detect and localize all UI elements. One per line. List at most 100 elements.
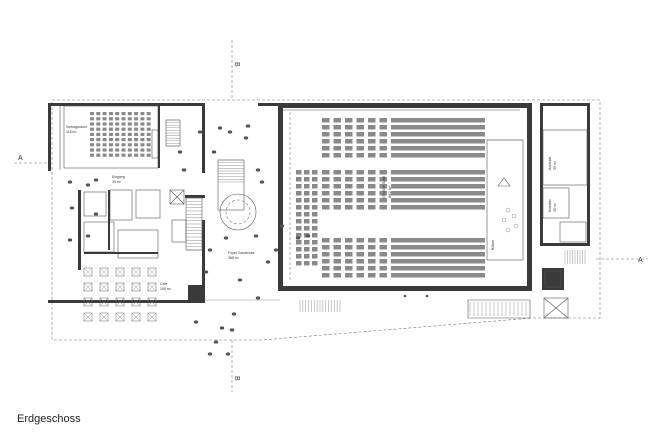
hall-seat (414, 146, 422, 151)
hall-seat (333, 252, 341, 257)
lecture-seat (134, 148, 139, 152)
hall-seat (402, 273, 410, 278)
hall-seat (333, 184, 341, 189)
hall-side-seat (304, 198, 310, 203)
lecture-seat (102, 127, 107, 131)
hall-seat (466, 125, 474, 130)
cafe-table (115, 267, 125, 277)
hall-side-seat (304, 212, 310, 217)
cafe-table (99, 282, 109, 292)
hall-seat (333, 170, 341, 175)
cafe-chairs (147, 267, 157, 277)
lecture-seat (146, 153, 151, 157)
hall-seat (454, 191, 462, 196)
lecture-seat (115, 132, 120, 136)
hall-seat (460, 252, 468, 257)
room-label-hall: Großer Saal (381, 176, 386, 198)
hall-seat (448, 139, 456, 144)
hall-seat (379, 238, 387, 243)
hall-seat (391, 198, 399, 203)
hall-seat (431, 139, 439, 144)
hall-seat (471, 238, 479, 243)
hall-seat (333, 266, 341, 271)
lecture-seat (90, 122, 94, 126)
hall-seat (471, 259, 479, 264)
hall-seat (356, 238, 364, 243)
hall-seat (408, 191, 416, 196)
cafe-table (115, 312, 125, 322)
hall-seat (425, 252, 433, 257)
hall-seat (420, 273, 428, 278)
hall-seat (425, 266, 433, 271)
hall-seat (333, 177, 341, 182)
hall-seat (333, 146, 341, 151)
lecture-seat (96, 117, 101, 121)
hall-seat (379, 266, 387, 271)
hall-seat (402, 177, 410, 182)
hall-seat (448, 238, 456, 243)
hall-seat (448, 191, 456, 196)
hall-seat (322, 198, 330, 203)
hall-seat (391, 118, 399, 123)
hall-seat (448, 259, 456, 264)
lecture-seat (102, 132, 107, 136)
hall-seat (322, 146, 330, 151)
shrub (211, 150, 217, 154)
hall-seat (391, 245, 399, 250)
hall-seat (460, 191, 468, 196)
landscape-shrubs (67, 124, 311, 356)
hall-seat (448, 252, 456, 257)
hall-seat (356, 153, 364, 158)
shrub (255, 168, 261, 172)
lecture-seat (115, 148, 120, 152)
hall-seat (379, 205, 387, 210)
hall-seat (454, 170, 462, 175)
hall-seat (443, 170, 451, 175)
shrub (255, 296, 261, 300)
hall-side-seat (296, 219, 302, 224)
lecture-seat (140, 138, 145, 142)
hall-seat (448, 184, 456, 189)
shrub (295, 236, 301, 240)
hall-seat (477, 146, 485, 151)
lecture-seat (102, 138, 107, 142)
hall-seat (466, 238, 474, 243)
hall-side-seat (304, 170, 310, 175)
hall-seat (443, 259, 451, 264)
hall-seat (397, 139, 405, 144)
shrub (207, 352, 213, 356)
lecture-seat (140, 127, 145, 131)
hall-seat (402, 266, 410, 271)
hall-seat (477, 153, 485, 158)
hall-seat (448, 125, 456, 130)
hall-seat (477, 266, 485, 271)
hall-seat (333, 125, 341, 130)
room-area-artist: 35 m² (553, 202, 557, 212)
hall-seat (414, 125, 422, 130)
lecture-seat (96, 132, 101, 136)
cafe-chairs (115, 267, 125, 277)
lecture-seat (115, 112, 120, 116)
hall-seat (425, 177, 433, 182)
hall-seat (425, 238, 433, 243)
hall-seat (345, 139, 353, 144)
hall-seat (368, 118, 376, 123)
hall-seat (356, 125, 364, 130)
shrub (85, 234, 91, 238)
hall-seat (460, 118, 468, 123)
hall-seat (322, 273, 330, 278)
hall-seat (414, 170, 422, 175)
hall-seat (443, 153, 451, 158)
hall-seat (402, 259, 410, 264)
hall-seat (466, 273, 474, 278)
hall-side-seat (304, 261, 310, 266)
hall-seat (379, 125, 387, 130)
cafe-table (83, 297, 93, 307)
hall-seat (322, 132, 330, 137)
hall-seat (356, 184, 364, 189)
hall-seat (356, 205, 364, 210)
hall-seat (471, 132, 479, 137)
hall-seat (431, 125, 439, 130)
hall-seat (356, 198, 364, 203)
hall-seat (420, 238, 428, 243)
